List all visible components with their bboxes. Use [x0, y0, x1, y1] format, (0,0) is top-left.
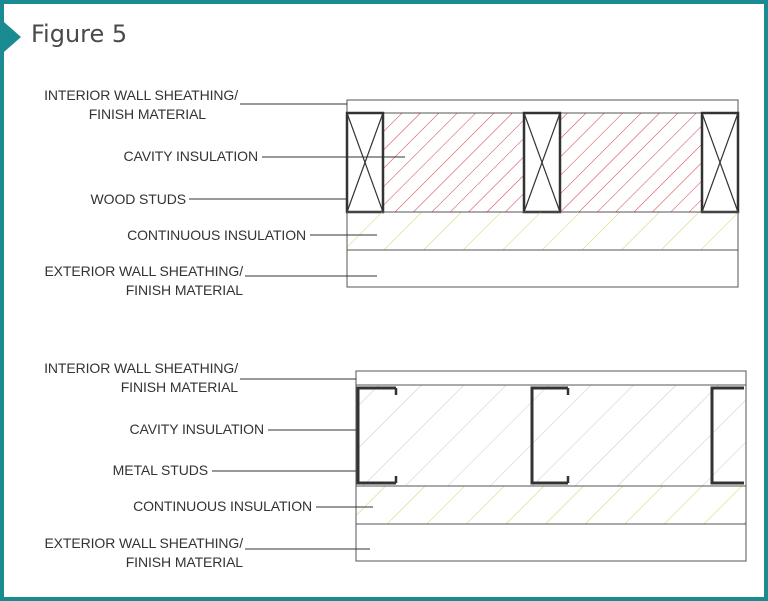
wood-continuous-insulation [346, 211, 739, 251]
metal-stud [530, 386, 568, 485]
metal-continuous-insulation-label: CONTINUOUS INSULATION [133, 497, 312, 516]
wood-stud [522, 111, 562, 214]
metal-continuous-insulation [355, 485, 747, 525]
label-line: EXTERIOR WALL SHEATHING/ [44, 263, 243, 279]
label-text: WOOD STUDS [90, 191, 187, 207]
wood-studs-label: WOOD STUDS [90, 190, 187, 209]
metal-exterior-sheathing-label: EXTERIOR WALL SHEATHING/ FINISH MATERIAL [44, 534, 243, 572]
label-line: INTERIOR WALL SHEATHING/ [44, 360, 238, 376]
metal-stud [356, 386, 396, 485]
metal-interior-sheathing-label: INTERIOR WALL SHEATHING/ FINISH MATERIAL [44, 359, 238, 397]
wood-exterior-sheathing-label: EXTERIOR WALL SHEATHING/ FINISH MATERIAL [44, 262, 243, 300]
title-marker-icon [4, 22, 21, 52]
metal-interior-sheathing [355, 370, 747, 386]
wood-leader-lines [189, 103, 405, 277]
figure-title: Figure 5 [31, 20, 128, 48]
metal-exterior-sheathing [355, 523, 747, 562]
label-text: CAVITY INSULATION [123, 148, 259, 164]
label-line: FINISH MATERIAL [120, 379, 238, 395]
label-line: FINISH MATERIAL [125, 282, 243, 298]
label-line: EXTERIOR WALL SHEATHING/ [44, 535, 243, 551]
metal-stud [710, 386, 744, 485]
metal-studs [356, 386, 744, 485]
wood-interior-sheathing [346, 99, 739, 114]
label-line: FINISH MATERIAL [88, 106, 206, 122]
label-line: FINISH MATERIAL [125, 554, 243, 570]
label-text: CONTINUOUS INSULATION [133, 498, 312, 514]
wood-exterior-sheathing [346, 249, 739, 288]
metal-studs-label: METAL STUDS [113, 461, 208, 480]
label-text: METAL STUDS [112, 462, 208, 478]
wood-studs [345, 111, 740, 214]
wood-stud-wall [189, 99, 740, 288]
wood-cavity-insulation-label: CAVITY INSULATION [123, 147, 259, 166]
wood-stud [700, 111, 740, 214]
label-text: CONTINUOUS INSULATION [127, 227, 306, 243]
label-text: CAVITY INSULATION [129, 421, 265, 437]
metal-cavity-insulation-label: CAVITY INSULATION [129, 420, 265, 439]
wood-interior-sheathing-label: INTERIOR WALL SHEATHING/ FINISH MATERIAL [44, 86, 238, 124]
metal-leader-lines [212, 378, 373, 550]
wood-continuous-insulation-label: CONTINUOUS INSULATION [127, 226, 306, 245]
label-line: INTERIOR WALL SHEATHING/ [44, 87, 238, 103]
metal-stud-wall [212, 370, 747, 562]
wood-stud [345, 111, 385, 214]
metal-cavity-insulation [355, 384, 747, 487]
